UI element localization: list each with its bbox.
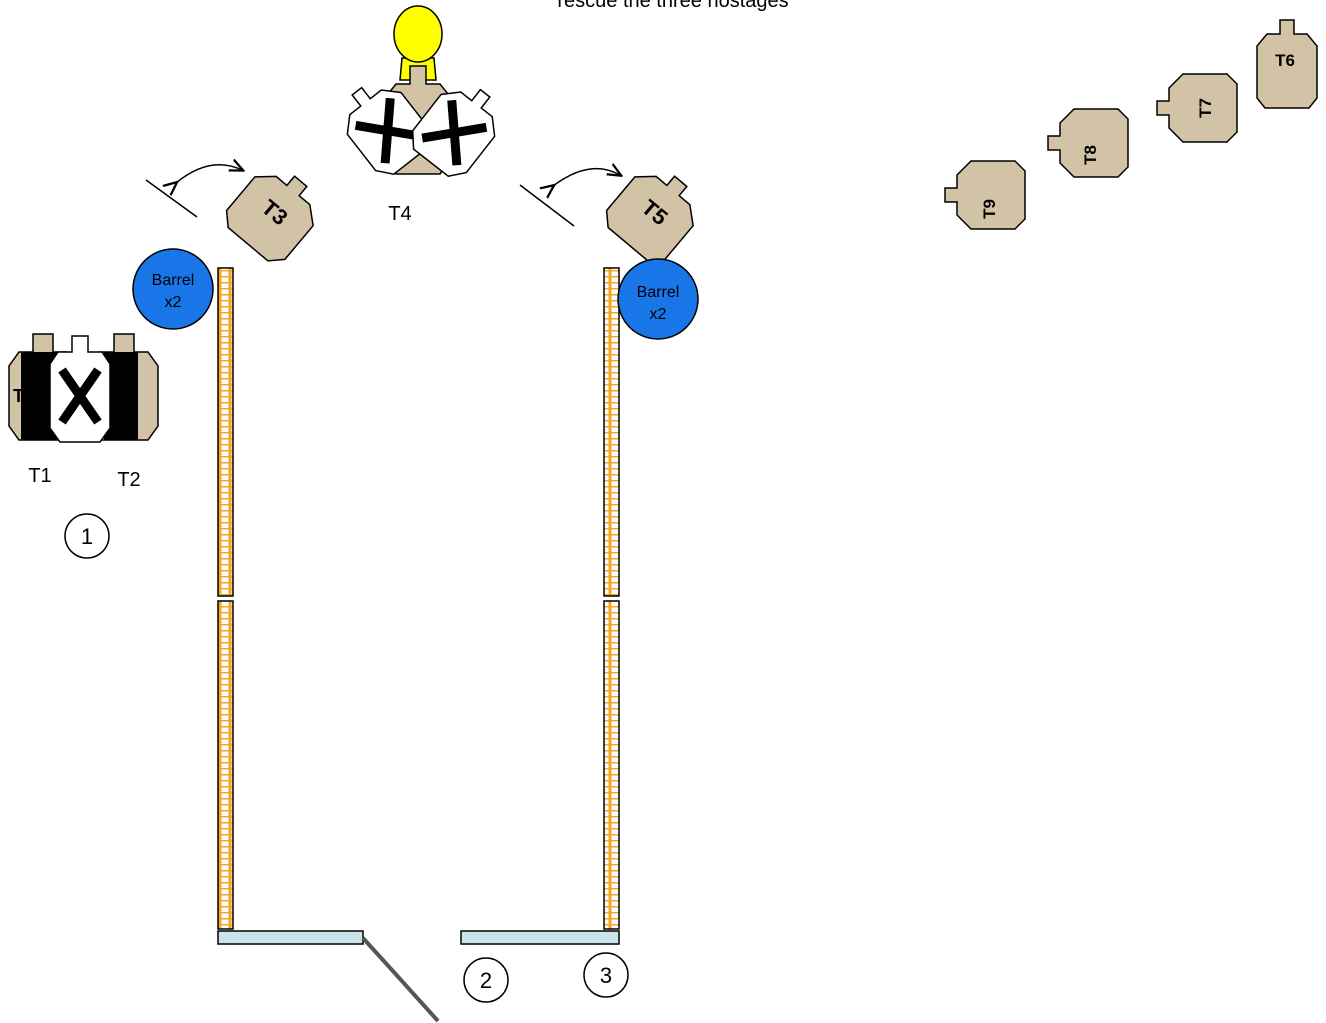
svg-text:3: 3: [600, 963, 612, 988]
stage-caption: rescue the three hostages: [557, 0, 788, 12]
door-icon: [361, 936, 440, 1023]
target-t3: T3: [218, 156, 331, 270]
target-t8: T8: [1047, 108, 1129, 178]
position-marker-3: 3: [583, 952, 629, 998]
target-t1-label: T1: [28, 465, 51, 487]
swing-arrow-icon: [519, 169, 620, 227]
barrel-icon: [617, 258, 699, 340]
target-t6: T6: [1256, 19, 1318, 109]
left-wall: [217, 267, 234, 930]
target-t9-label: T9: [980, 199, 999, 219]
barrel-right-line1: Barrel: [637, 284, 680, 301]
svg-text:2: 2: [480, 968, 492, 993]
no-shoot-x-icon: [411, 88, 496, 178]
barrel-right: Barrel x2: [617, 258, 699, 340]
fault-line-left: [217, 930, 364, 945]
swing-arrow-icon: [145, 165, 242, 218]
right-wall: [603, 267, 620, 930]
target-t4-group: T4: [346, 5, 496, 225]
barrel-right-line2: x2: [650, 306, 667, 323]
barrel-left: Barrel x2: [132, 248, 214, 330]
target-t9: T9: [944, 160, 1026, 230]
target-t8-label: T8: [1081, 145, 1100, 165]
target-t1-partial-label: T: [13, 386, 24, 406]
barrel-left-line1: Barrel: [152, 272, 195, 289]
svg-text:1: 1: [81, 524, 93, 549]
position-marker-1: 1: [64, 513, 110, 559]
target-t4-label: T4: [388, 203, 411, 225]
barrel-icon: [132, 248, 214, 330]
target-t6-label: T6: [1275, 51, 1295, 70]
position-marker-2: 2: [463, 957, 509, 1003]
target-t2-label: T2: [117, 469, 140, 491]
target-t5: T5: [598, 156, 711, 270]
no-shoot-x-icon: [346, 86, 431, 176]
fault-line-right: [460, 930, 620, 945]
no-shoot-x-icon: [49, 335, 111, 443]
target-t7: T7: [1156, 73, 1238, 143]
target-t1-t2-group: T T1 T2: [8, 333, 159, 491]
target-t7-label: T7: [1196, 98, 1215, 118]
barrel-left-line2: x2: [165, 294, 182, 311]
light-bulb-icon: [393, 5, 443, 81]
